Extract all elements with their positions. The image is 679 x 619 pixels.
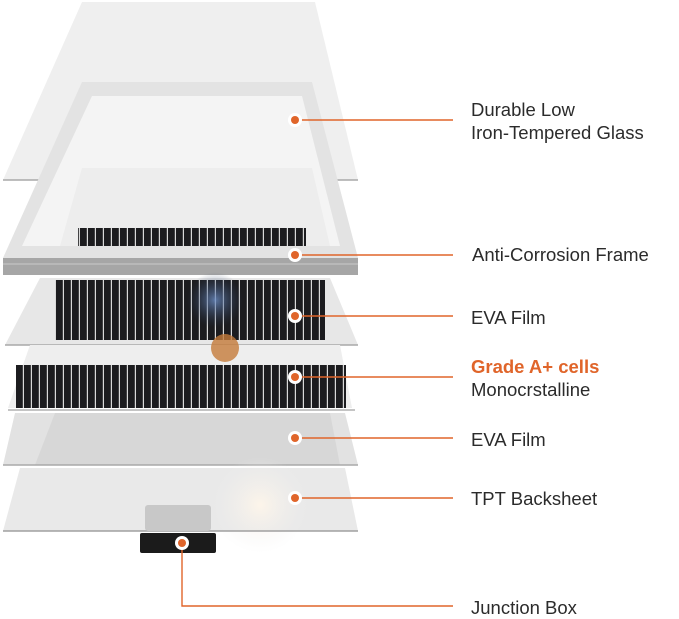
dot-backsheet — [288, 491, 302, 505]
label-eva-top-text: EVA Film — [471, 307, 546, 328]
callout-lines — [181, 119, 453, 607]
frame-layer — [3, 82, 358, 275]
label-glass-line1: Durable Low — [471, 99, 575, 120]
backsheet-layer — [3, 457, 358, 553]
label-eva-top: EVA Film — [471, 306, 546, 329]
label-junction-box-text: Junction Box — [471, 597, 577, 618]
label-eva-bottom: EVA Film — [471, 428, 546, 451]
eva-film-bottom-layer — [3, 413, 358, 466]
label-glass: Durable Low Iron-Tempered Glass — [471, 98, 644, 144]
dot-glass — [288, 113, 302, 127]
dot-eva-top — [288, 309, 302, 323]
label-backsheet: TPT Backsheet — [471, 487, 597, 510]
label-backsheet-text: TPT Backsheet — [471, 488, 598, 509]
label-junction-box: Junction Box — [471, 596, 577, 619]
dot-cells — [288, 370, 302, 384]
label-frame: Anti-Corrosion Frame — [472, 243, 649, 266]
dot-junction-box — [175, 536, 189, 550]
eva-film-top-layer — [5, 272, 358, 346]
cell-layer — [8, 334, 355, 411]
label-cells-highlight: Grade A+ cells — [471, 356, 600, 377]
label-cells: Grade A+ cells Monocrstalline — [471, 355, 599, 401]
dot-frame — [288, 248, 302, 262]
dot-eva-bottom — [288, 431, 302, 445]
label-frame-text: Anti-Corrosion Frame — [472, 244, 649, 265]
label-eva-bottom-text: EVA Film — [471, 429, 546, 450]
callout-dots — [175, 113, 302, 550]
label-glass-line2: Iron-Tempered Glass — [471, 122, 644, 143]
label-cells-text: Monocrstalline — [471, 379, 591, 400]
